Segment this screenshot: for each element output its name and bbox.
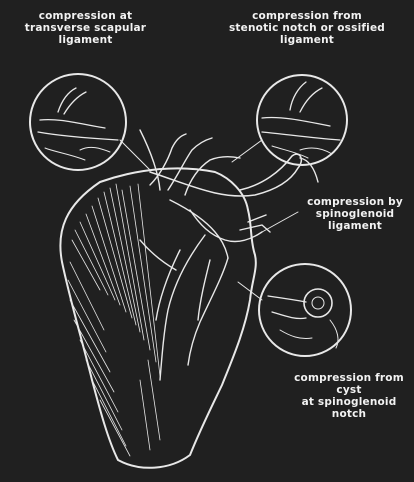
label-cyst-spinoglenoid-notch: compression from cyst at spinoglenoid no… — [286, 372, 412, 420]
magnified-circle-transverse-ligament — [30, 74, 126, 170]
magnified-circle-cyst — [259, 264, 351, 356]
label-transverse-scapular-ligament: compression at transverse scapular ligam… — [8, 10, 163, 46]
leader-lines — [120, 140, 298, 300]
magnified-circle-stenotic-notch — [257, 75, 347, 165]
muscle-fibers — [68, 184, 160, 456]
scapula-outline — [60, 154, 301, 468]
label-spinoglenoid-ligament: compression by spinoglenoid ligament — [296, 196, 414, 232]
label-stenotic-notch: compression from stenotic notch or ossif… — [212, 10, 402, 46]
